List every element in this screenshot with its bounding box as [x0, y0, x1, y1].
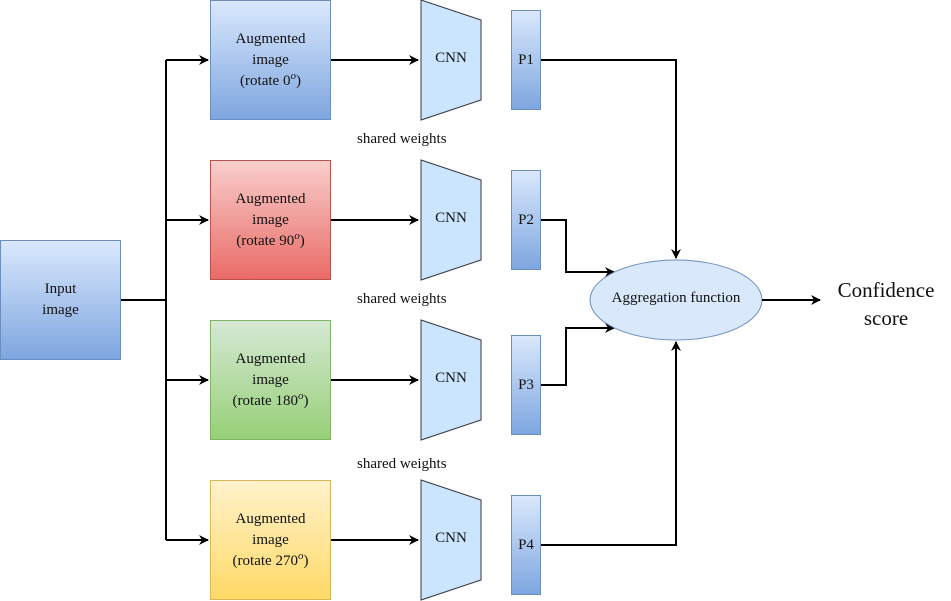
shared-weights-label-3: shared weights — [357, 456, 447, 472]
augmented-label-line2: image — [252, 531, 289, 548]
cnn-label-3: CNN — [435, 370, 467, 386]
p-to-aggregation-connectors — [541, 59, 681, 546]
cnn-shape-3 — [420, 319, 482, 441]
augmented-label-rotate: (rotate 0o) — [240, 69, 301, 89]
augmented-label-line2: image — [252, 371, 289, 388]
augmented-label-line1: Augmented — [235, 510, 306, 527]
augmented-image-box-90: Augmented image (rotate 90o) — [210, 160, 331, 280]
input-fanout-connectors — [121, 55, 209, 545]
augmented-label-line1: Augmented — [235, 350, 306, 367]
cnn-label-2: CNN — [435, 210, 467, 226]
prediction-box-p2: P2 — [511, 170, 541, 270]
augmented-label-rotate: (rotate 180o) — [232, 389, 309, 409]
aggregation-function-label: Aggregation function — [611, 290, 741, 306]
prediction-box-p3: P3 — [511, 335, 541, 435]
augmented-label-rotate: (rotate 90o) — [236, 229, 305, 249]
augmented-label-line1: Augmented — [235, 190, 306, 207]
prediction-box-p4: P4 — [511, 495, 541, 595]
augmented-image-box-180: Augmented image (rotate 180o) — [210, 320, 331, 440]
augmented-image-box-270: Augmented image (rotate 270o) — [210, 480, 331, 600]
input-image-box: Input image — [0, 240, 121, 360]
augmented-label-rotate: (rotate 270o) — [232, 549, 309, 569]
augment-to-cnn-arrows — [331, 55, 419, 545]
confidence-score-label: Confidence score — [837, 278, 935, 330]
cnn-blocks — [420, 0, 482, 601]
cnn-shape-2 — [420, 159, 482, 281]
cnn-label-1: CNN — [435, 50, 467, 66]
augmented-label-line2: image — [252, 51, 289, 68]
cnn-shape-4 — [420, 479, 482, 601]
input-image-label-line2: image — [42, 302, 79, 318]
augmented-image-box-0: Augmented image (rotate 0o) — [210, 0, 331, 120]
cnn-shape-1 — [420, 0, 482, 121]
shared-weights-label-2: shared weights — [357, 291, 447, 307]
cnn-label-4: CNN — [435, 530, 467, 546]
prediction-box-p1: P1 — [511, 10, 541, 110]
augmented-label-line2: image — [252, 211, 289, 228]
shared-weights-label-1: shared weights — [357, 131, 447, 147]
input-image-label-line1: Input — [44, 281, 77, 297]
augmented-label-line1: Augmented — [235, 30, 306, 47]
